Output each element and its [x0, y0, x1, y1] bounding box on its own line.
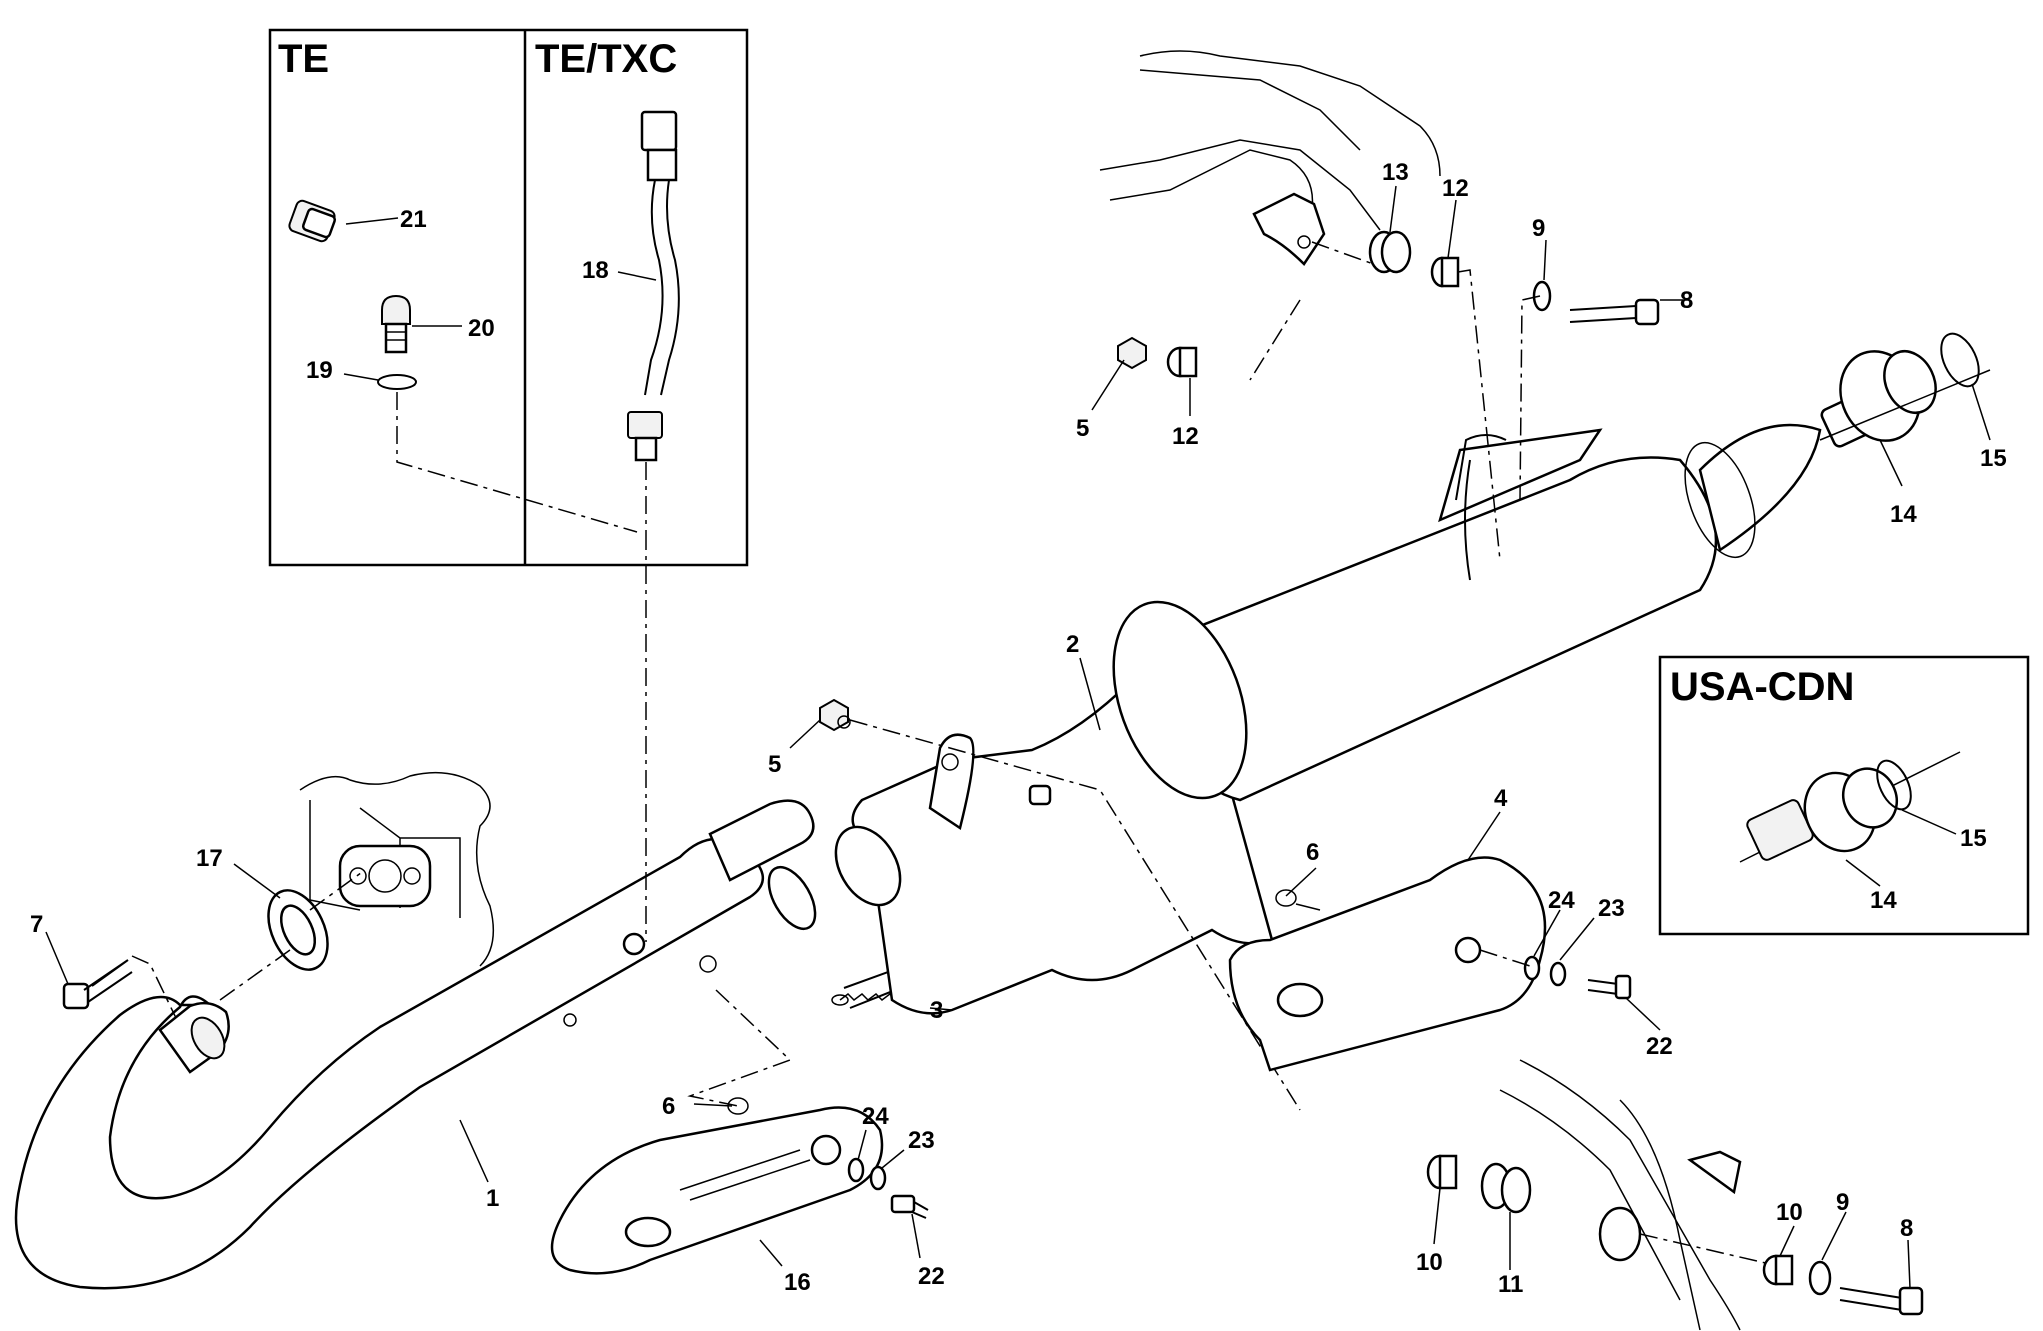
part-4-heat-shield-right: [1228, 856, 1547, 1072]
part-14-usa-tailpipe-insert: [1746, 767, 1899, 861]
part-5-nut-lower: [819, 698, 851, 732]
inset-te-group: TE TE/TXC: [268, 28, 749, 567]
callout-20: 20: [468, 315, 495, 342]
callout-22-right: 22: [1646, 1033, 1673, 1060]
inset-te-title: TE: [278, 37, 329, 81]
callout-11: 11: [1498, 1271, 1523, 1298]
part-1-header-pipe: [14, 799, 817, 1290]
part-12-bushing-upper: [1430, 256, 1460, 288]
callout-9-lower: 9: [1836, 1189, 1849, 1216]
callout-23-right: 23: [1598, 895, 1625, 922]
callout-15-usa: 15: [1960, 825, 1987, 852]
callout-3: 3: [930, 997, 943, 1024]
part-8-bolt-upper: [1569, 298, 1660, 326]
part-17-gasket: [267, 889, 329, 971]
callout-10-right: 10: [1776, 1199, 1803, 1226]
part-16-heat-shield-left: [550, 1106, 884, 1275]
part-2-silencer: [834, 423, 1822, 1015]
inset-usa-cdn-title: USA-CDN: [1670, 665, 1854, 709]
part-19-o-ring: [377, 374, 417, 390]
part-6-clip-right: [1275, 889, 1321, 911]
callout-9-upper: 9: [1532, 215, 1545, 242]
callout-23-left: 23: [908, 1127, 935, 1154]
part-23-washer-right: [1549, 961, 1567, 987]
part-24-washer-right: [1523, 955, 1541, 981]
callout-5-upper: 5: [1076, 415, 1089, 442]
callout-22-left: 22: [918, 1263, 945, 1290]
frame-sketch-top: [1099, 50, 1441, 266]
callout-4: 4: [1494, 785, 1508, 812]
part-9-washer-lower: [1808, 1260, 1832, 1296]
part-11-grommet: [1480, 1162, 1532, 1214]
part-22-screw-left: [890, 1194, 929, 1219]
callout-5-lower: 5: [768, 751, 781, 778]
part-23-washer-left: [869, 1165, 887, 1191]
part-15-usa-circlip: [1876, 759, 1912, 811]
part-13-grommet: [1368, 230, 1412, 274]
part-8-bolt-lower: [1839, 1286, 1924, 1316]
part-10-bushing-lower-right: [1762, 1254, 1794, 1286]
callout-19: 19: [306, 357, 333, 384]
callout-13: 13: [1382, 159, 1409, 186]
callout-1: 1: [486, 1185, 499, 1212]
callout-8-upper: 8: [1680, 287, 1693, 314]
callout-6-right: 6: [1306, 839, 1319, 866]
callout-12-lower: 12: [1172, 423, 1199, 450]
callout-leaders: [45, 185, 1991, 1289]
callout-24-right: 24: [1548, 887, 1575, 914]
inset-te-frame: [268, 28, 749, 567]
callout-24-left: 24: [862, 1103, 889, 1130]
inset-usa-cdn-frame: [1658, 655, 2030, 936]
inset-te-txc-title: TE/TXC: [535, 37, 677, 81]
part-10-bushing-lower-left: [1426, 1154, 1458, 1190]
callout-18: 18: [582, 257, 609, 284]
frame-sketch-bottom: [1499, 1059, 1742, 1331]
inset-usa-cdn-group: USA-CDN 15 14: [1658, 655, 2030, 936]
callout-15: 15: [1980, 445, 2007, 472]
callout-10-left: 10: [1416, 1249, 1443, 1276]
callout-14: 14: [1890, 501, 1917, 528]
part-18-sensor-harness: [627, 110, 680, 462]
callout-21: 21: [400, 206, 427, 233]
part-12-bushing-lower: [1166, 346, 1198, 378]
part-21-connector-cap: [288, 199, 337, 243]
callout-2: 2: [1066, 631, 1079, 658]
cylinder-head-sketch: [299, 771, 495, 967]
part-7-bolt: [62, 959, 133, 1010]
callout-8-lower: 8: [1900, 1215, 1913, 1242]
part-24-washer-left: [847, 1157, 865, 1183]
part-22-screw-right: [1587, 974, 1632, 1000]
part-20-plug: [381, 294, 411, 354]
callout-12-upper: 12: [1442, 175, 1469, 202]
part-9-washer-upper: [1532, 280, 1552, 312]
callout-6-left: 6: [662, 1093, 675, 1120]
callout-16: 16: [784, 1269, 811, 1296]
callout-14-usa: 14: [1870, 887, 1897, 914]
callout-7: 7: [30, 911, 43, 938]
callout-17: 17: [196, 845, 223, 872]
part-5-nut-upper: [1117, 336, 1147, 370]
